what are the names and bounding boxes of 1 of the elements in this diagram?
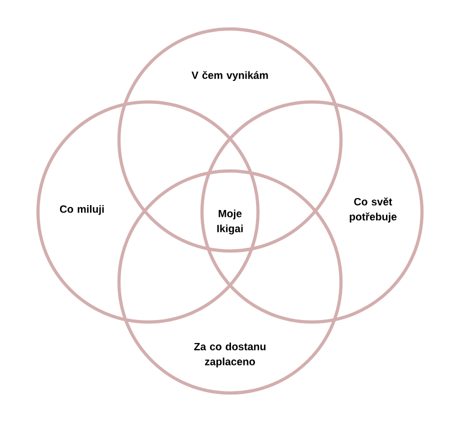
venn-center-label: Moje Ikigai [217,210,243,234]
